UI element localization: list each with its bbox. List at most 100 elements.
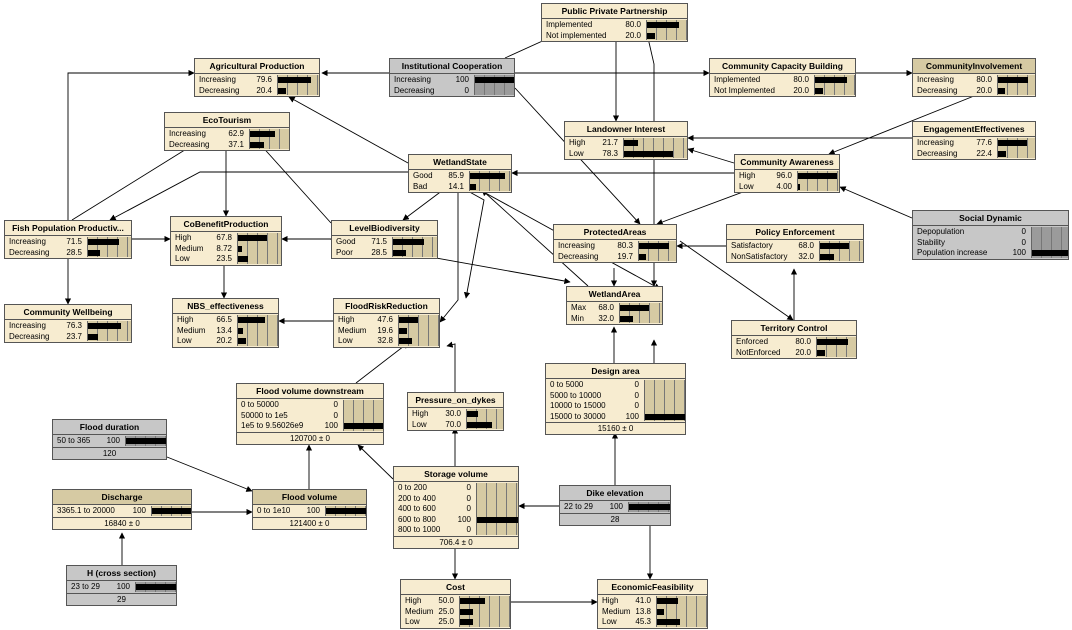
node-expected-value: 706.4 ± 0 bbox=[394, 535, 518, 548]
state-label: 23 to 29 bbox=[71, 582, 100, 591]
dependency-arrow bbox=[481, 189, 589, 287]
state-label: Bad bbox=[413, 181, 428, 191]
state-probability: 0 bbox=[466, 483, 471, 492]
state-label: Increasing bbox=[169, 129, 206, 138]
node-title: Policy Enforcement bbox=[727, 225, 863, 240]
state-label: 0 to 5000 bbox=[550, 380, 584, 389]
probability-bar bbox=[620, 315, 634, 322]
state-label: Increasing bbox=[9, 237, 46, 246]
state-probability: 66.5 bbox=[216, 315, 232, 324]
state-label: Max bbox=[571, 303, 587, 312]
state-probability: 25.0 bbox=[438, 606, 454, 616]
probability-bar bbox=[639, 243, 669, 249]
node-expected-value: 15160 ± 0 bbox=[546, 422, 685, 434]
probability-bar bbox=[399, 327, 407, 334]
belief-bar-area bbox=[135, 582, 176, 592]
probability-bar bbox=[88, 333, 99, 340]
state-probability: 50.0 bbox=[438, 596, 454, 605]
probability-bar bbox=[820, 243, 850, 249]
node-title: WetlandState bbox=[409, 155, 511, 170]
belief-bar-area bbox=[1031, 227, 1068, 258]
node-title: Community Wellbeing bbox=[5, 305, 131, 320]
state-probability: 0 bbox=[464, 85, 469, 95]
state-label: Population increase bbox=[917, 248, 988, 257]
state-label: Poor bbox=[336, 247, 353, 257]
state-probability: 100 bbox=[455, 75, 469, 84]
node-title: FloodRiskReduction bbox=[334, 299, 439, 314]
state-label: 3365.1 to 20000 bbox=[57, 506, 115, 515]
node-title: Storage volume bbox=[394, 467, 518, 482]
state-probability: 62.9 bbox=[228, 129, 244, 138]
node-expected-value: 120 bbox=[53, 446, 166, 459]
state-probability: 0 bbox=[634, 390, 639, 400]
state-label: Increasing bbox=[9, 321, 46, 330]
state-label: 1e5 to 9.56026e9 bbox=[241, 421, 304, 430]
state-probability: 80.0 bbox=[795, 337, 811, 346]
state-label: 15000 to 30000 bbox=[550, 411, 606, 421]
belief-bar-area bbox=[87, 321, 131, 341]
belief-bar-area bbox=[997, 75, 1035, 95]
state-probability: 67.8 bbox=[216, 233, 232, 242]
probability-bar bbox=[998, 140, 1027, 146]
state-label: Increasing bbox=[917, 138, 954, 147]
dependency-arrow bbox=[439, 190, 459, 323]
state-label: Low bbox=[338, 336, 353, 345]
state-probability: 0 bbox=[466, 493, 471, 503]
dependency-arrow bbox=[71, 142, 197, 221]
state-probability: 80.3 bbox=[617, 241, 633, 250]
state-label: Increasing bbox=[199, 75, 236, 84]
state-label: Decreasing bbox=[558, 251, 599, 261]
state-label: High bbox=[739, 171, 756, 180]
dependency-arrow bbox=[828, 95, 975, 155]
